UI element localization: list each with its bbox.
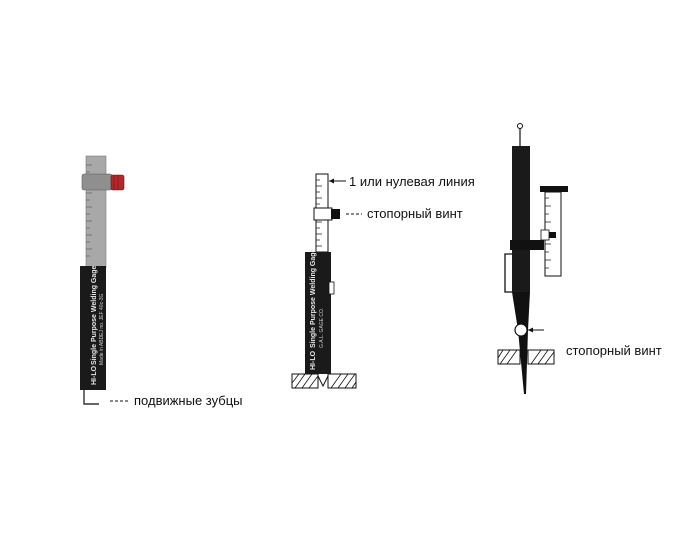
right-scale-cap xyxy=(540,186,568,192)
left-gauge-name: Single Purpose Welding Gage xyxy=(91,265,98,365)
label-lock-screw-right: стопорный винт xyxy=(566,343,662,358)
right-scale-ticks xyxy=(545,197,551,269)
right-hook-handle xyxy=(504,253,512,293)
middle-gauge-name: Single Purpose Welding Gage xyxy=(310,248,317,348)
left-clamp xyxy=(81,173,113,191)
middle-screw-block xyxy=(313,207,333,221)
left-red-screw xyxy=(110,174,125,191)
right-weld-plates xyxy=(497,349,555,365)
middle-gauge: 1 или нулевая линия стопорный винт HI-LO… xyxy=(291,173,475,389)
middle-gauge-brand: HI-LO xyxy=(310,350,317,370)
middle-gauge-body xyxy=(305,252,331,374)
left-gauge: HI-LO Single Purpose Welding Gage Made i… xyxy=(80,155,243,408)
label-movable-teeth: подвижные зубцы xyxy=(134,393,243,408)
left-movable-teeth xyxy=(83,390,99,405)
right-lock-screw xyxy=(514,323,528,337)
right-clamp xyxy=(510,240,544,250)
left-metal-scale xyxy=(85,155,107,269)
right-pointer xyxy=(512,292,530,394)
middle-lock-screw xyxy=(331,209,340,219)
left-gauge-sub: Made in ABDEJ no. JEF 40c-3G xyxy=(99,293,105,365)
label-zero-line: 1 или нулевая линия xyxy=(349,174,475,189)
left-scale-ticks xyxy=(86,164,92,257)
right-gauge: стопорный винт xyxy=(497,123,662,394)
middle-weld-plates xyxy=(291,373,357,389)
right-gauge-body xyxy=(512,146,530,292)
middle-gauge-sub: G.A.L. GAGE CO. xyxy=(319,308,325,348)
left-gauge-body xyxy=(80,266,106,390)
left-gauge-brand: HI-LO xyxy=(91,365,98,385)
label-lock-screw-middle: стопорный винт xyxy=(367,206,463,221)
middle-scale-ticks xyxy=(316,179,322,247)
